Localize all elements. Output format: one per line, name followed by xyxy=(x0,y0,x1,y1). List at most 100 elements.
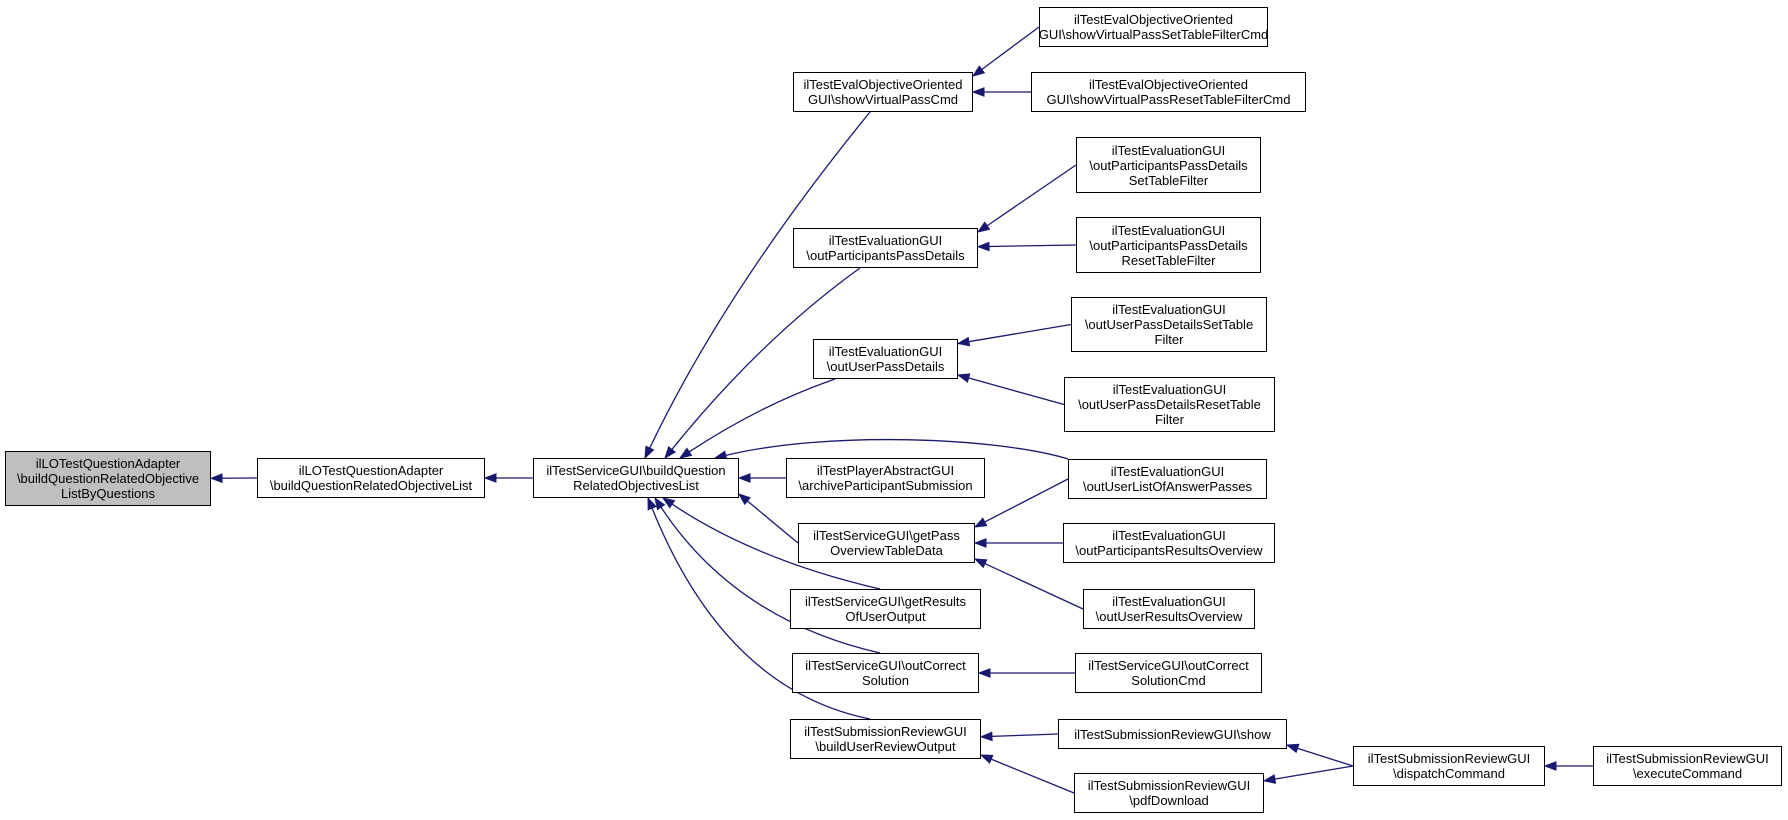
node-eval-user-results[interactable]: ilTestEvaluationGUI\outUserResultsOvervi… xyxy=(1083,589,1255,629)
node-sub-review-pdf[interactable]: ilTestSubmissionReviewGUI\pdfDownload xyxy=(1074,773,1264,813)
arrowhead-icon xyxy=(678,447,693,459)
node-label-line: OverviewTableData xyxy=(830,543,943,558)
node-eval-out-user-set[interactable]: ilTestEvaluationGUI\outUserPassDetailsSe… xyxy=(1071,297,1267,352)
node-sub-review-build[interactable]: ilTestSubmissionReviewGUI\buildUserRevie… xyxy=(790,719,981,759)
node-label-line: ilLOTestQuestionAdapter xyxy=(35,456,181,471)
edge-line xyxy=(724,438,1069,460)
arrowhead-icon xyxy=(661,497,676,509)
node-label-line: \buildQuestionRelatedObjectiveList xyxy=(269,478,473,493)
arrowhead-icon xyxy=(956,336,971,347)
node-sub-review-dispatch[interactable]: ilTestSubmissionReviewGUI\dispatchComman… xyxy=(1353,746,1545,786)
arrowhead-icon xyxy=(1262,774,1277,784)
edge-eval-virtual-to-svc-build xyxy=(644,111,871,460)
arrowhead-icon xyxy=(737,473,751,483)
node-label-line: \outUserPassDetails xyxy=(826,359,945,374)
node-label-line: Solution xyxy=(862,673,909,688)
edge-line xyxy=(670,267,861,451)
node-eval-part-results[interactable]: ilTestEvaluationGUI\outParticipantsResul… xyxy=(1063,523,1275,563)
node-eval-out-list-answer[interactable]: ilTestEvaluationGUI\outUserListOfAnswerP… xyxy=(1068,459,1267,499)
edge-svc-build-to-adapter-list xyxy=(483,473,533,483)
arrowhead-icon xyxy=(664,445,677,460)
arrowhead-icon xyxy=(976,241,990,252)
node-label-line: GUI\showVirtualPassResetTableFilterCmd xyxy=(1046,92,1291,107)
edge-line xyxy=(967,323,1072,343)
arrowhead-icon xyxy=(647,496,657,511)
node-label-line: \archiveParticipantSubmission xyxy=(798,478,973,493)
edge-sub-review-pdf-to-sub-review-build xyxy=(979,754,1075,794)
arrowhead-icon xyxy=(1543,761,1557,771)
edge-eval-out-part-set-to-eval-out-part-pass xyxy=(976,164,1077,233)
node-player-archive[interactable]: ilTestPlayerAbstractGUI\archiveParticipa… xyxy=(786,458,985,498)
node-label-line: ilTestSubmissionReviewGUI xyxy=(1367,751,1531,766)
edge-sub-review-show-to-sub-review-build xyxy=(979,731,1059,742)
edge-sub-review-build-to-svc-build xyxy=(647,496,871,720)
node-eval-out-part-set[interactable]: ilTestEvaluationGUI\outParticipantsPassD… xyxy=(1076,137,1261,193)
edge-eval-virtual-reset-to-eval-virtual xyxy=(971,87,1031,97)
node-label-line: \outUserPassDetailsResetTable xyxy=(1078,397,1261,412)
edge-svc-results-user-to-svc-build xyxy=(661,497,881,590)
node-label-line: ilTestServiceGUI\getResults xyxy=(804,594,967,609)
arrowhead-icon xyxy=(737,493,751,506)
edge-eval-out-user-reset-to-eval-out-user-pass xyxy=(956,373,1065,406)
node-label-line: ilTestPlayerAbstractGUI xyxy=(816,463,955,478)
edge-svc-pass-overview-to-svc-build xyxy=(737,493,799,544)
node-label-line: ilTestServiceGUI\buildQuestion xyxy=(546,463,726,478)
node-label-line: \outParticipantsPassDetails xyxy=(1089,237,1248,253)
edge-line xyxy=(687,378,836,454)
arrowhead-icon xyxy=(971,65,986,77)
edge-eval-user-results-to-svc-pass-overview xyxy=(973,558,1084,610)
node-eval-out-part-pass[interactable]: ilTestEvaluationGUI\outParticipantsPassD… xyxy=(793,228,978,268)
node-sub-review-show[interactable]: ilTestSubmissionReviewGUI\show xyxy=(1058,719,1287,749)
arrowhead-icon xyxy=(483,473,497,483)
node-label-line: RelatedObjectivesList xyxy=(573,478,699,493)
node-label-line: \buildUserReviewOutput xyxy=(815,739,956,754)
node-label-line: \outUserResultsOverview xyxy=(1095,609,1243,624)
node-label-line: ilTestSubmissionReviewGUI xyxy=(804,724,967,739)
edge-eval-out-part-pass-to-svc-build xyxy=(664,267,861,460)
edge-line xyxy=(990,733,1059,738)
node-label-line: \pdfDownload xyxy=(1129,793,1209,808)
node-label-line: \outUserPassDetailsSetTable xyxy=(1084,317,1254,332)
node-label-line: ilTestEvalObjectiveOriented xyxy=(1074,12,1233,27)
node-eval-out-user-reset[interactable]: ilTestEvaluationGUI\outUserPassDetailsRe… xyxy=(1064,377,1275,432)
edge-sub-review-dispatch-to-sub-review-show xyxy=(1285,743,1354,767)
node-adapter-list[interactable]: ilLOTestQuestionAdapter\buildQuestionRel… xyxy=(257,458,485,498)
node-label-line: \outParticipantsResultsOverview xyxy=(1075,543,1263,558)
node-label-line: ilTestSubmissionReviewGUI xyxy=(1087,778,1251,793)
edge-eval-out-part-reset-to-eval-out-part-pass xyxy=(976,241,1077,252)
edge-line xyxy=(1273,765,1354,780)
edge-eval-virtual-set-to-eval-virtual xyxy=(971,26,1040,77)
node-label-line: \outUserListOfAnswerPasses xyxy=(1082,479,1253,494)
node-sub-review-execute[interactable]: ilTestSubmissionReviewGUI\executeCommand xyxy=(1593,746,1782,786)
node-root: ilLOTestQuestionAdapter\buildQuestionRel… xyxy=(5,451,211,506)
edge-line xyxy=(980,26,1040,71)
arrowhead-icon xyxy=(644,445,655,460)
node-label-line: \outParticipantsPassDetails xyxy=(1089,157,1248,173)
edge-eval-out-user-pass-to-svc-build xyxy=(678,378,836,459)
arrowhead-icon xyxy=(654,496,666,511)
node-eval-out-part-reset[interactable]: ilTestEvaluationGUI\outParticipantsPassD… xyxy=(1076,217,1261,273)
edge-line xyxy=(651,507,871,720)
node-label-line: ilTestEvaluationGUI xyxy=(1112,594,1226,609)
edge-line xyxy=(659,506,881,654)
node-label-line: ListByQuestions xyxy=(61,486,155,501)
arrowhead-icon xyxy=(1285,743,1300,754)
edge-eval-out-list-answer-to-svc-build xyxy=(713,438,1069,461)
edge-svc-out-correct-cmd-to-svc-out-correct xyxy=(977,668,1075,678)
node-eval-out-user-pass[interactable]: ilTestEvaluationGUI\outUserPassDetails xyxy=(813,339,958,379)
node-label-line: ilTestServiceGUI\outCorrect xyxy=(805,658,966,673)
node-label-line: \executeCommand xyxy=(1632,766,1743,781)
edge-line xyxy=(985,164,1077,227)
arrowhead-icon xyxy=(956,373,971,383)
arrowhead-icon xyxy=(209,473,223,484)
arrowhead-icon xyxy=(979,731,993,742)
